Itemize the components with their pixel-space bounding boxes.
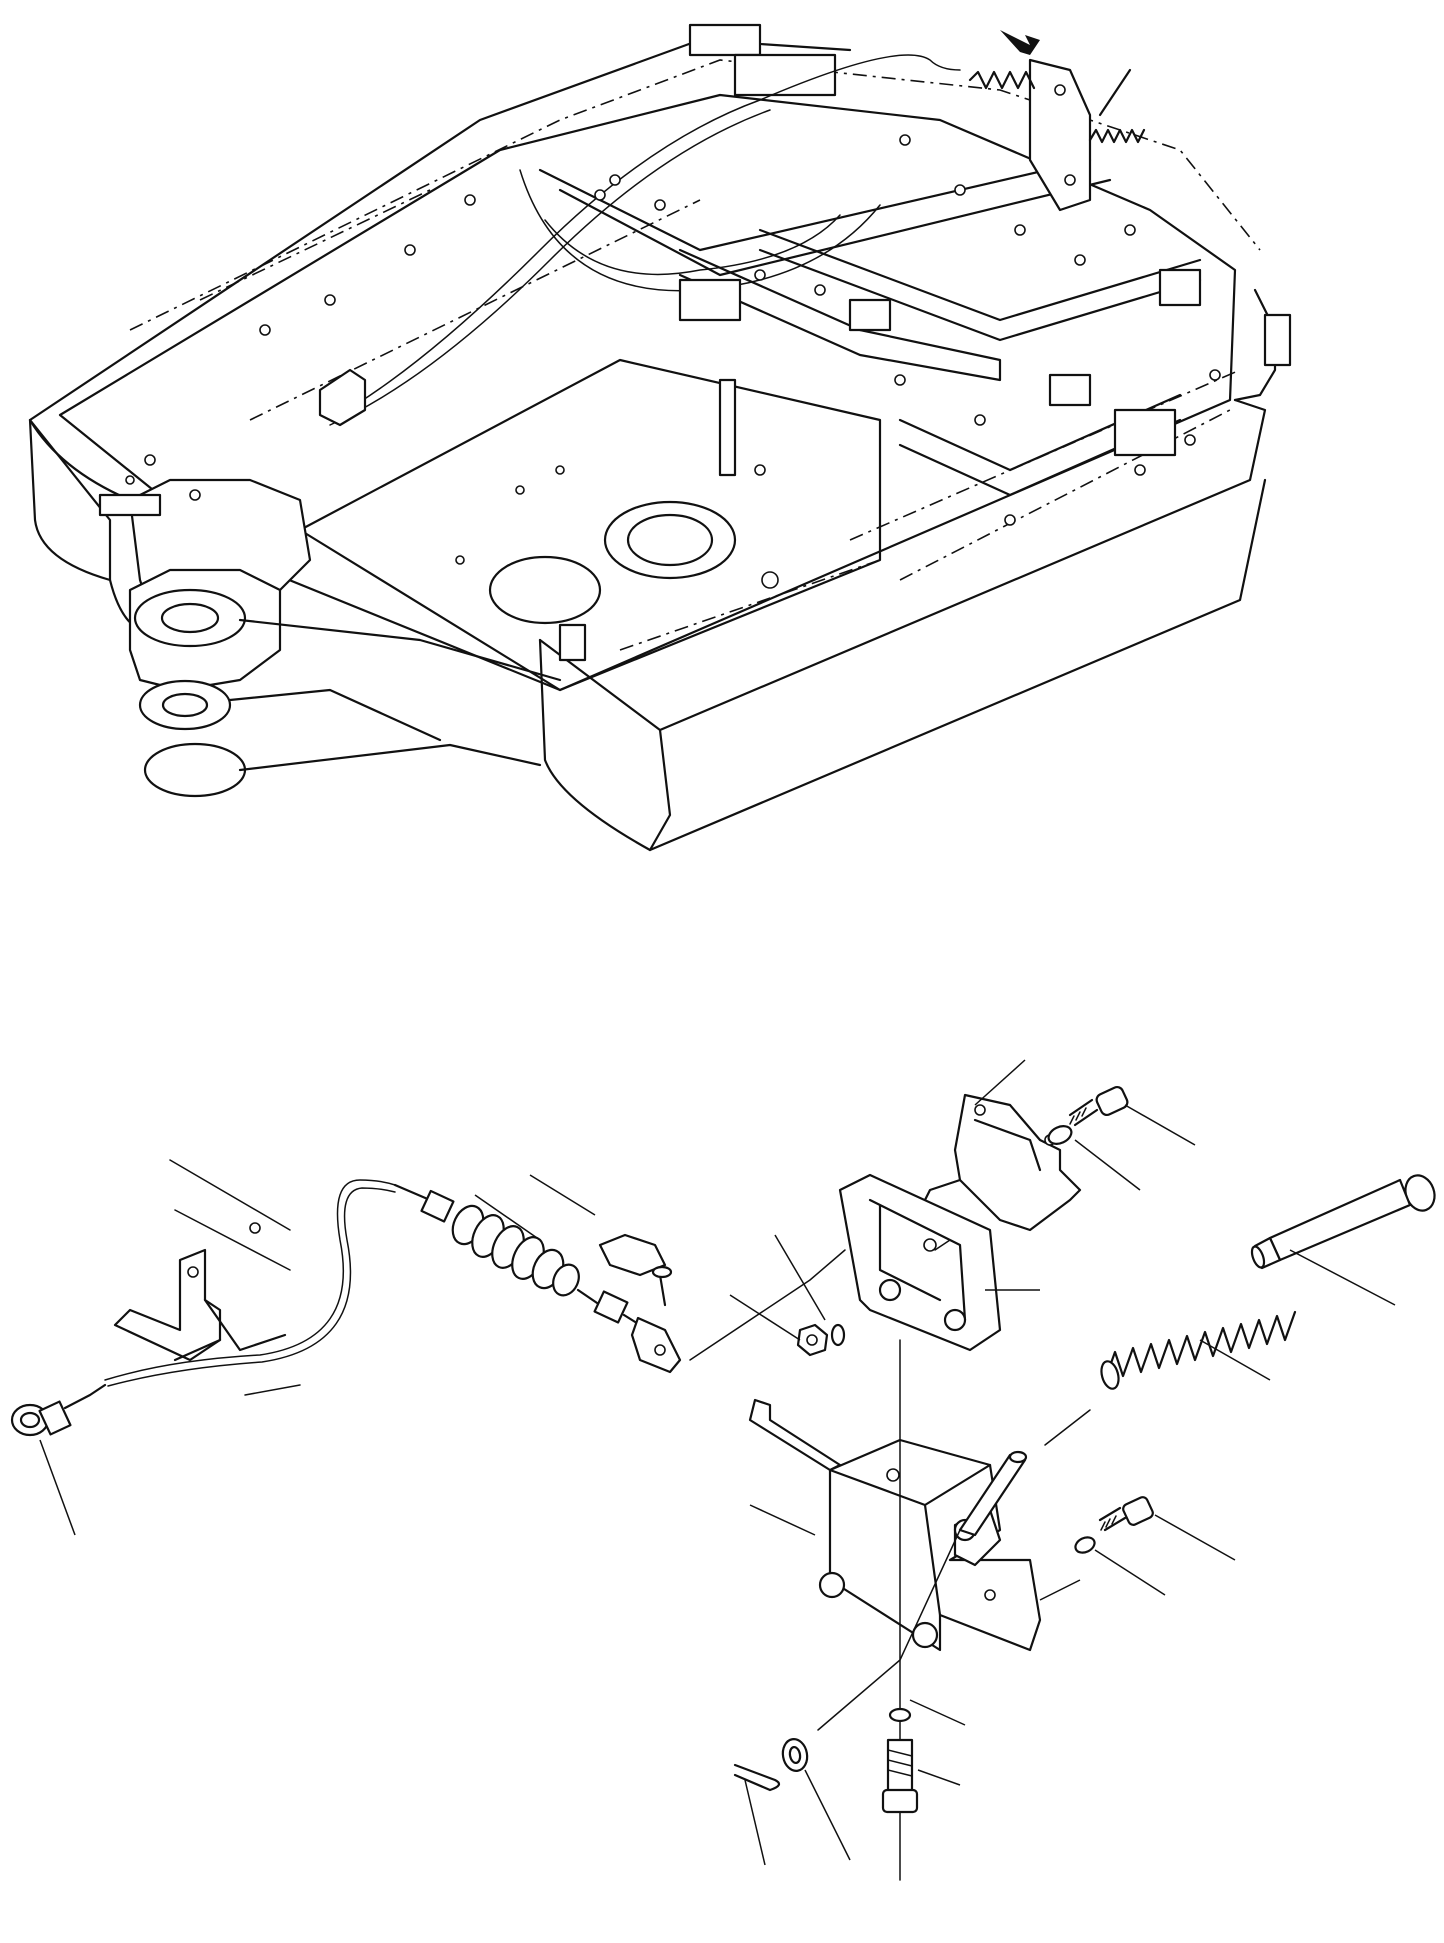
cable-bracket-frame <box>318 368 367 427</box>
location-arrow <box>1000 30 1040 55</box>
bolt-middle-right <box>1074 1496 1154 1554</box>
cable-end-fitting <box>10 1383 107 1437</box>
adjust-rod <box>1250 1174 1436 1270</box>
governor-lever-arm <box>748 1398 842 1472</box>
callout-leaders <box>39 1059 1396 1866</box>
governor-spring-right <box>1088 128 1146 144</box>
assembly-axis-2 <box>934 1239 951 1251</box>
boom-boss-bottom <box>143 742 247 798</box>
frame-rear-arc-inner <box>544 214 841 276</box>
tab-right-3 <box>1048 373 1092 407</box>
frame-crossbeam-4 <box>758 228 1202 342</box>
tab-bottom <box>558 623 587 662</box>
frame-fragment-lines <box>169 1159 301 1396</box>
cotter-pin <box>733 1738 809 1792</box>
connection-line-2 <box>817 1529 961 1731</box>
vertical-plate <box>718 378 737 477</box>
frame-hidden-edge-3 <box>249 199 1231 651</box>
tab-right-1 <box>1158 268 1202 307</box>
fragment-bolt <box>249 1222 261 1234</box>
mounting-plate <box>838 1173 1002 1352</box>
connection-line-1 <box>689 1249 846 1361</box>
frame-outer-body <box>28 418 112 582</box>
frame-deck-edge <box>58 93 1237 692</box>
governor-rod-top <box>1098 68 1132 117</box>
frame-crossbeam-2 <box>678 248 1002 382</box>
frame-base-lower <box>538 478 1267 852</box>
control-cable-2 <box>107 1187 396 1387</box>
spring-end <box>1100 1360 1120 1390</box>
tab-top-2 <box>733 53 837 97</box>
frame-overview <box>28 23 1292 852</box>
tab-left <box>98 493 162 517</box>
frame-center-plate <box>298 358 882 692</box>
tab-top-1 <box>688 23 762 57</box>
boom-boss-lower-hole <box>161 692 209 718</box>
control-cable <box>104 1179 396 1381</box>
frame-left-side <box>28 38 852 502</box>
swing-opening-left <box>488 555 602 625</box>
cable-clip <box>598 1233 673 1307</box>
frame-hidden-edge-2 <box>199 189 1241 541</box>
frame-crossbeam-1 <box>538 158 1112 277</box>
cable-bracket <box>113 1248 222 1362</box>
governor-mount-top <box>1028 58 1092 212</box>
boom-boss-upper-hole <box>160 602 220 634</box>
exploded-detail-view <box>10 1059 1436 1881</box>
frame-cable <box>329 54 961 421</box>
boom-arm <box>228 618 562 772</box>
cable-boot <box>393 1183 682 1374</box>
tab-right-2 <box>1263 313 1292 367</box>
adjust-spring <box>1103 1310 1297 1382</box>
swing-ring-right-hole <box>626 513 714 567</box>
frame-bolts <box>125 134 1221 589</box>
bolt-lower <box>881 1738 919 1814</box>
nut-and-washer <box>796 1323 846 1357</box>
frame-cable-2 <box>329 109 771 426</box>
tab-mid-2 <box>848 298 892 332</box>
lower-washer <box>888 1707 912 1723</box>
governor-spring-top <box>968 70 1036 90</box>
bolt-upper <box>1047 1085 1129 1145</box>
tab-right-4 <box>1113 408 1177 457</box>
cable-bracket-arm <box>173 1298 287 1362</box>
frame-hidden-edge-1 <box>129 59 1261 331</box>
governor-pin-tip <box>1008 1450 1028 1464</box>
connection-line-3 <box>1044 1409 1091 1446</box>
cable-bracket-hole <box>187 1266 199 1278</box>
tab-mid-1 <box>678 278 742 322</box>
